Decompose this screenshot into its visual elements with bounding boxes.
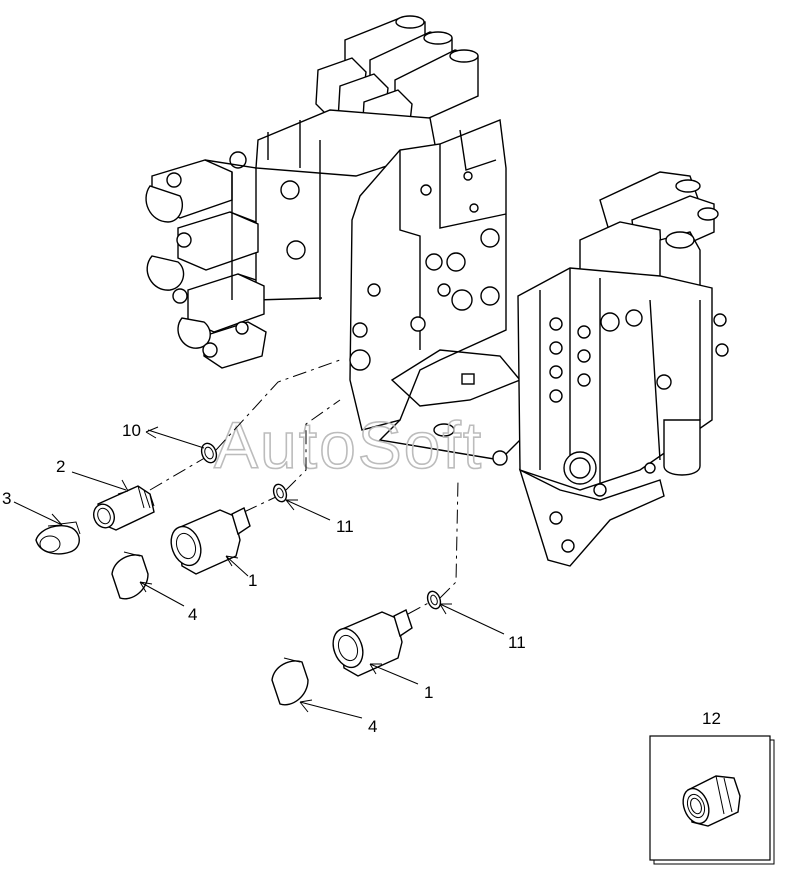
right-valve-assembly	[517, 171, 729, 567]
callout-10: 10	[122, 421, 141, 440]
callout-12: 12	[702, 709, 721, 728]
part-fitting-1-upper	[170, 507, 251, 575]
part-adapter-2	[92, 485, 155, 531]
part-clip-3	[35, 521, 81, 555]
callout-4-lower: 4	[368, 717, 377, 736]
inset-detail-12: 12	[649, 709, 775, 865]
part-o-ring-10	[200, 442, 218, 464]
part-fitting-1-lower	[332, 609, 413, 677]
part-o-ring-11-lower	[426, 590, 442, 610]
part-cap-4-lower	[271, 657, 309, 706]
upper-valve-stack	[145, 15, 479, 369]
callouts: 10 2 3 11 1 4 11 1 4	[2, 421, 526, 736]
part-o-ring-11-upper	[272, 483, 288, 503]
callout-2: 2	[56, 457, 65, 476]
callout-1-lower: 1	[424, 683, 433, 702]
inset-fitting	[682, 775, 741, 827]
callout-4-upper: 4	[188, 605, 197, 624]
callout-11-lower: 11	[508, 633, 526, 652]
assembly-lines	[149, 359, 459, 615]
watermark-text: AutoSoft	[214, 408, 483, 482]
central-valve-block	[349, 119, 554, 466]
callout-1-upper: 1	[248, 571, 257, 590]
part-cap-4-upper	[111, 551, 149, 600]
callout-3: 3	[2, 489, 11, 508]
callout-11-upper: 11	[336, 517, 354, 536]
